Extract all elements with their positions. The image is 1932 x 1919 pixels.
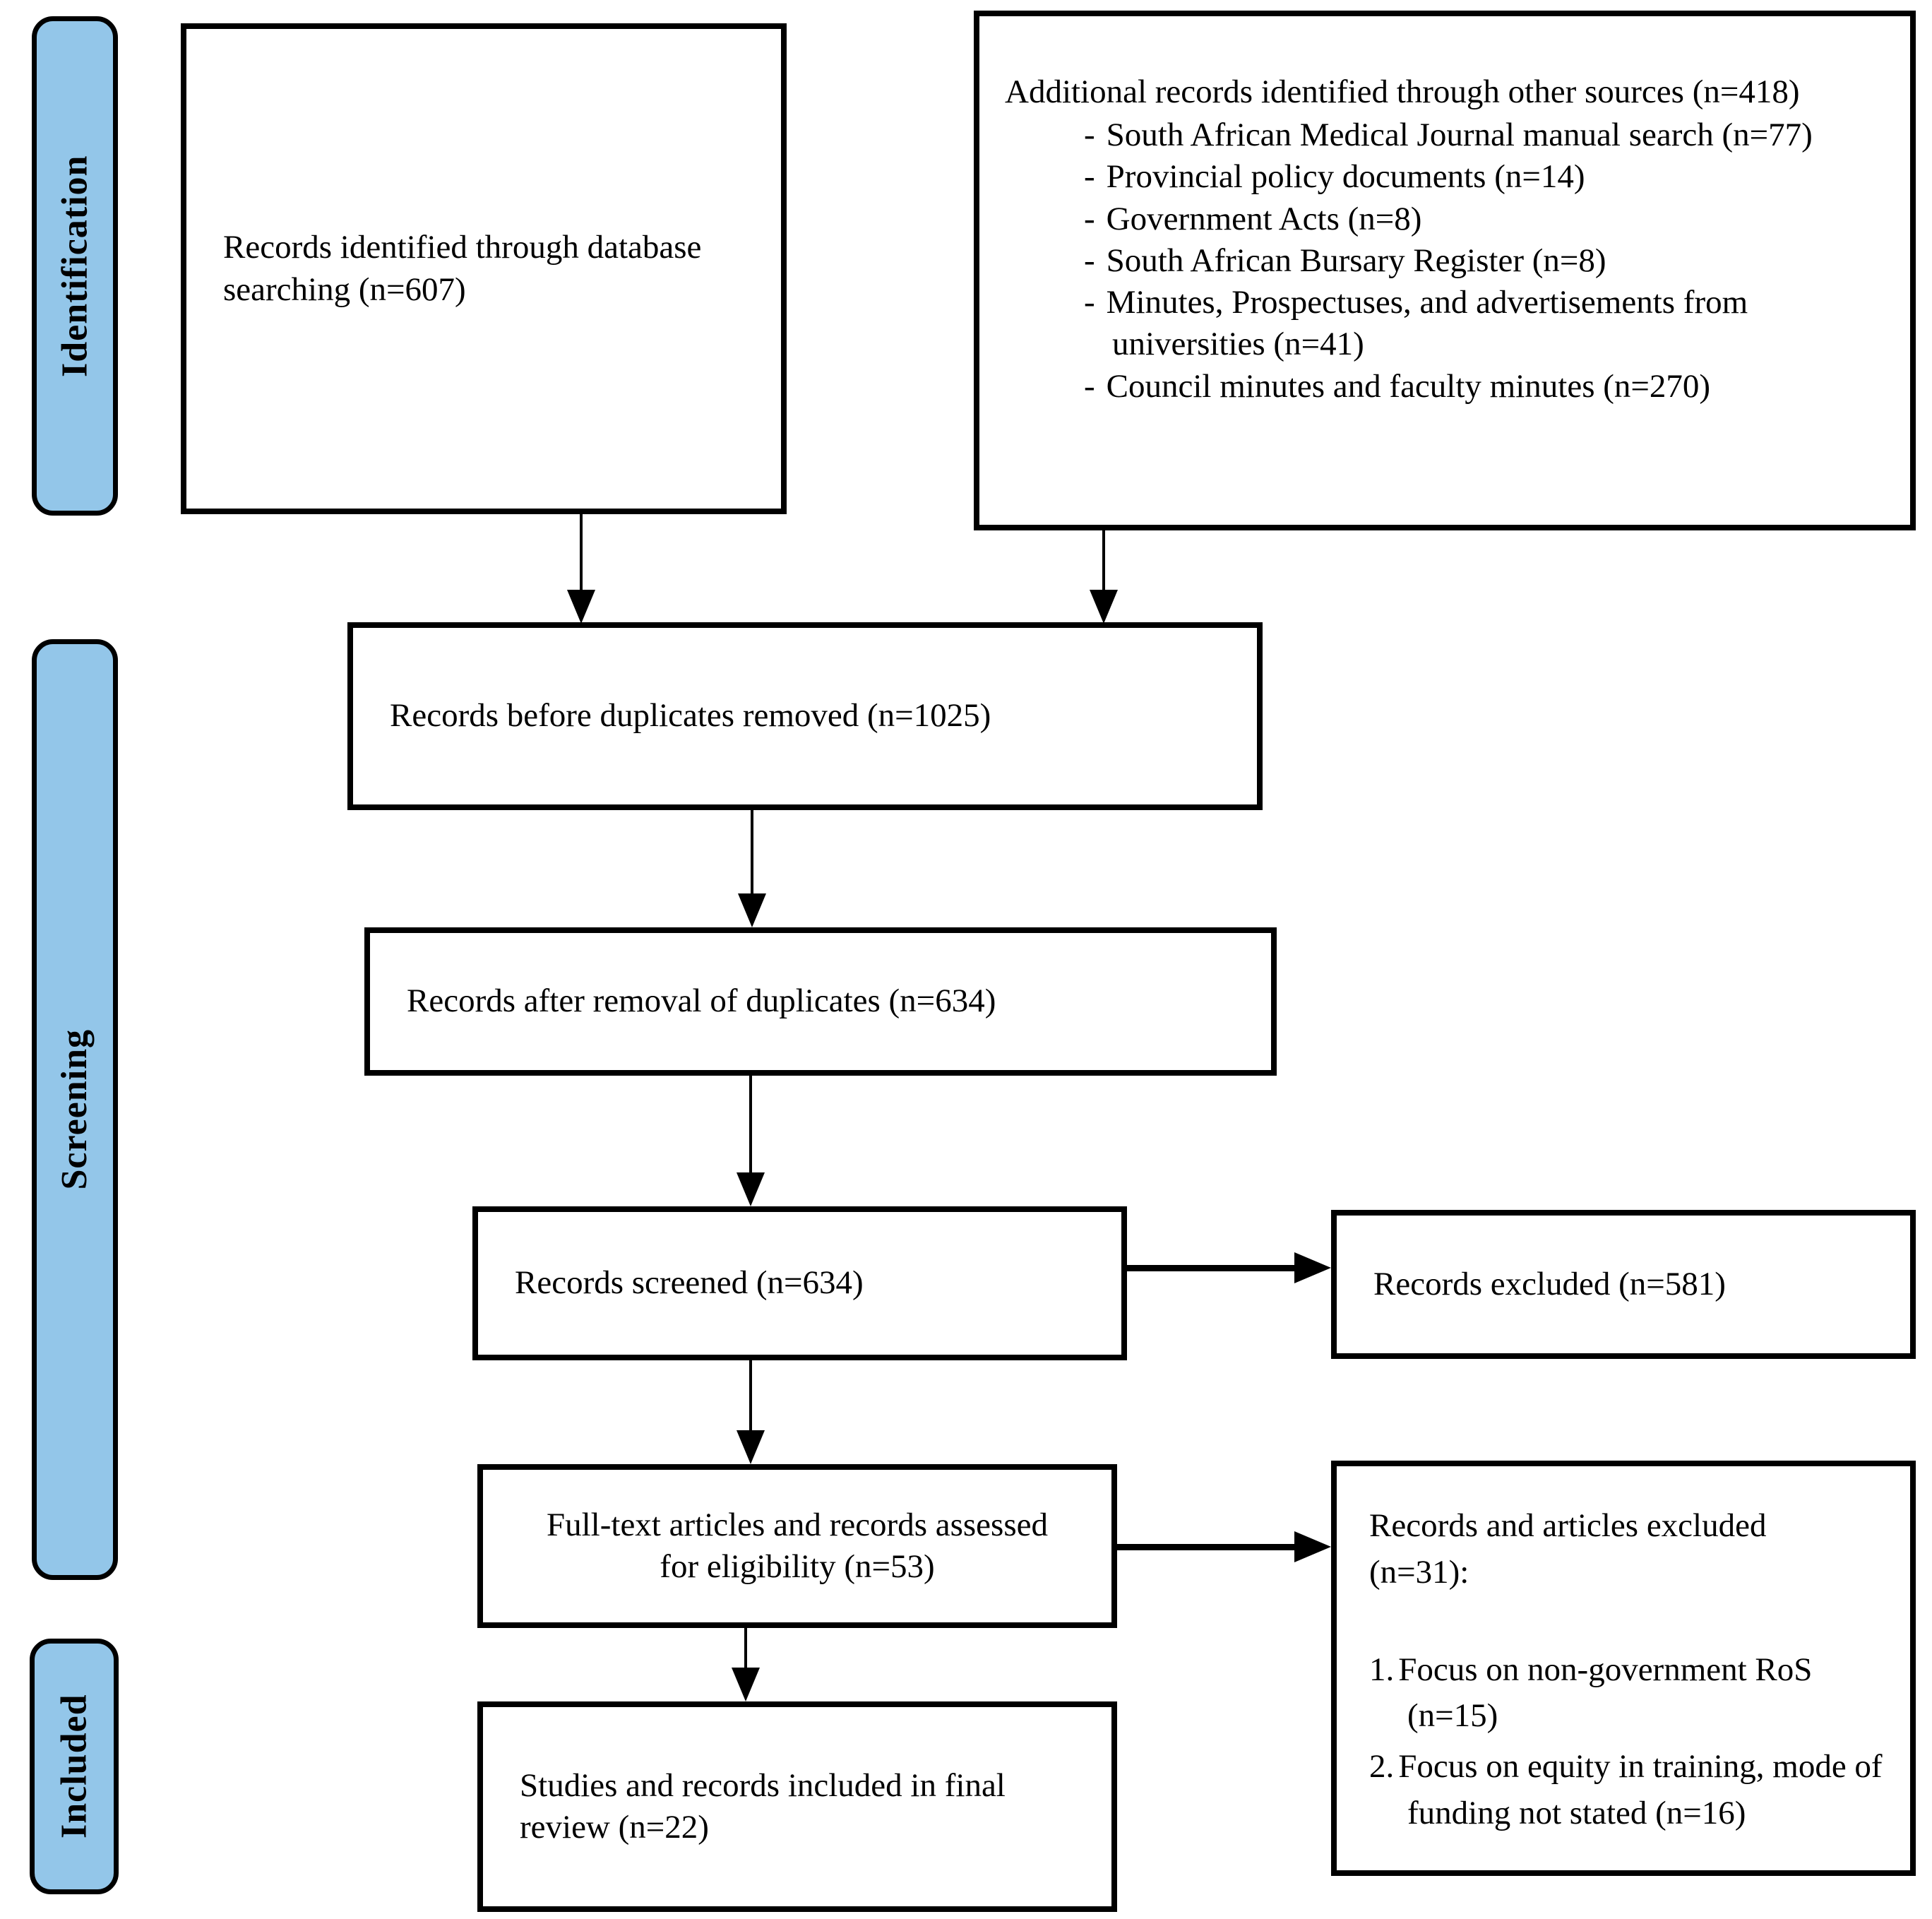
source-item: -Provincial policy documents (n=14) (1084, 156, 1889, 198)
source-item-text: Provincial policy documents (n=14) (1106, 158, 1585, 196)
arrow-head-down-icon (1090, 590, 1118, 624)
bullet-dash: - (1084, 158, 1095, 196)
arrow-head-right-icon (1294, 1252, 1331, 1283)
source-item-text: Government Acts (n=8) (1106, 200, 1422, 237)
source-item-text: South African Bursary Register (n=8) (1106, 242, 1606, 279)
arrow-head-down-icon (738, 893, 766, 927)
arrow-head-down-icon (732, 1668, 760, 1701)
arrow-head-down-icon (737, 1430, 765, 1464)
flow-box-articles-excluded: Records and articles excluded (n=31): 1.… (1331, 1461, 1916, 1876)
bullet-dash: - (1084, 117, 1095, 154)
stage-bar-screening: Screening (32, 639, 118, 1580)
source-item: -South African Medical Journal manual se… (1084, 114, 1889, 156)
fulltext-assessed-text: Full-text articles and records assessed … (546, 1506, 1048, 1585)
bullet-dash: - (1084, 284, 1095, 321)
flow-box-records-before-duplicates: Records before duplicates removed (n=102… (347, 622, 1263, 810)
studies-included-text: Studies and records included in final re… (520, 1766, 1006, 1846)
records-excluded-text: Records excluded (n=581) (1373, 1265, 1726, 1302)
bullet-dash: - (1084, 242, 1095, 279)
stage-label-included: Included (54, 1694, 95, 1839)
flow-box-records-excluded: Records excluded (n=581) (1331, 1210, 1916, 1359)
stage-bar-identification: Identification (32, 16, 118, 516)
source-item: -Minutes, Prospectuses, and advertisemen… (1084, 282, 1889, 365)
stage-label-identification: Identification (54, 155, 95, 377)
flow-box-additional-records: Additional records identified through ot… (974, 11, 1916, 530)
bullet-dash: - (1084, 367, 1095, 405)
additional-sources-list: -South African Medical Journal manual se… (1084, 114, 1889, 408)
source-item: -Council minutes and faculty minutes (n=… (1084, 366, 1889, 408)
arrow-line (749, 1360, 752, 1434)
source-item-text: Minutes, Prospectuses, and advertisement… (1106, 284, 1748, 363)
records-identified-text: Records identified through database sear… (223, 229, 702, 308)
flow-box-records-identified: Records identified through database sear… (181, 23, 787, 514)
source-item-text: South African Medical Journal manual sea… (1106, 117, 1813, 154)
arrow-head-down-icon (737, 1172, 765, 1206)
flow-box-records-after-duplicates: Records after removal of duplicates (n=6… (364, 927, 1277, 1076)
arrow-line (580, 514, 583, 593)
arrow-line (1127, 1265, 1296, 1271)
exclusion-reason: 1.Focus on non-government RoS (n=15) (1369, 1647, 1890, 1740)
arrow-head-right-icon (1294, 1531, 1331, 1562)
additional-records-title: Additional records identified through ot… (1005, 73, 1800, 110)
exclusion-reason: 2.Focus on equity in training, mode of f… (1369, 1744, 1890, 1837)
arrow-line (1117, 1544, 1296, 1550)
arrow-line (749, 1076, 752, 1176)
reason-number: 1. (1369, 1651, 1395, 1688)
stage-bar-included: Included (30, 1639, 119, 1894)
stage-label-screening: Screening (54, 1029, 95, 1190)
reason-number: 2. (1369, 1748, 1395, 1786)
source-item: -South African Bursary Register (n=8) (1084, 240, 1889, 282)
records-after-duplicates-text: Records after removal of duplicates (n=6… (407, 982, 996, 1020)
articles-excluded-title: Records and articles excluded (n=31): (1369, 1507, 1767, 1591)
arrow-head-down-icon (567, 590, 595, 624)
arrow-line (751, 810, 753, 896)
arrow-line (1102, 530, 1105, 593)
flow-box-studies-included: Studies and records included in final re… (477, 1701, 1117, 1912)
reason-text: Focus on equity in training, mode of fun… (1398, 1748, 1883, 1831)
source-item-text: Council minutes and faculty minutes (n=2… (1106, 367, 1711, 405)
records-screened-text: Records screened (n=634) (515, 1264, 864, 1302)
exclusion-reasons-list: 1.Focus on non-government RoS (n=15) 2.F… (1369, 1643, 1890, 1837)
records-before-duplicates-text: Records before duplicates removed (n=102… (390, 697, 991, 735)
arrow-line (744, 1628, 747, 1671)
source-item: -Government Acts (n=8) (1084, 198, 1889, 240)
reason-text: Focus on non-government RoS (n=15) (1398, 1651, 1813, 1735)
flow-box-records-screened: Records screened (n=634) (472, 1206, 1127, 1360)
bullet-dash: - (1084, 200, 1095, 237)
flow-box-fulltext-assessed: Full-text articles and records assessed … (477, 1464, 1117, 1628)
